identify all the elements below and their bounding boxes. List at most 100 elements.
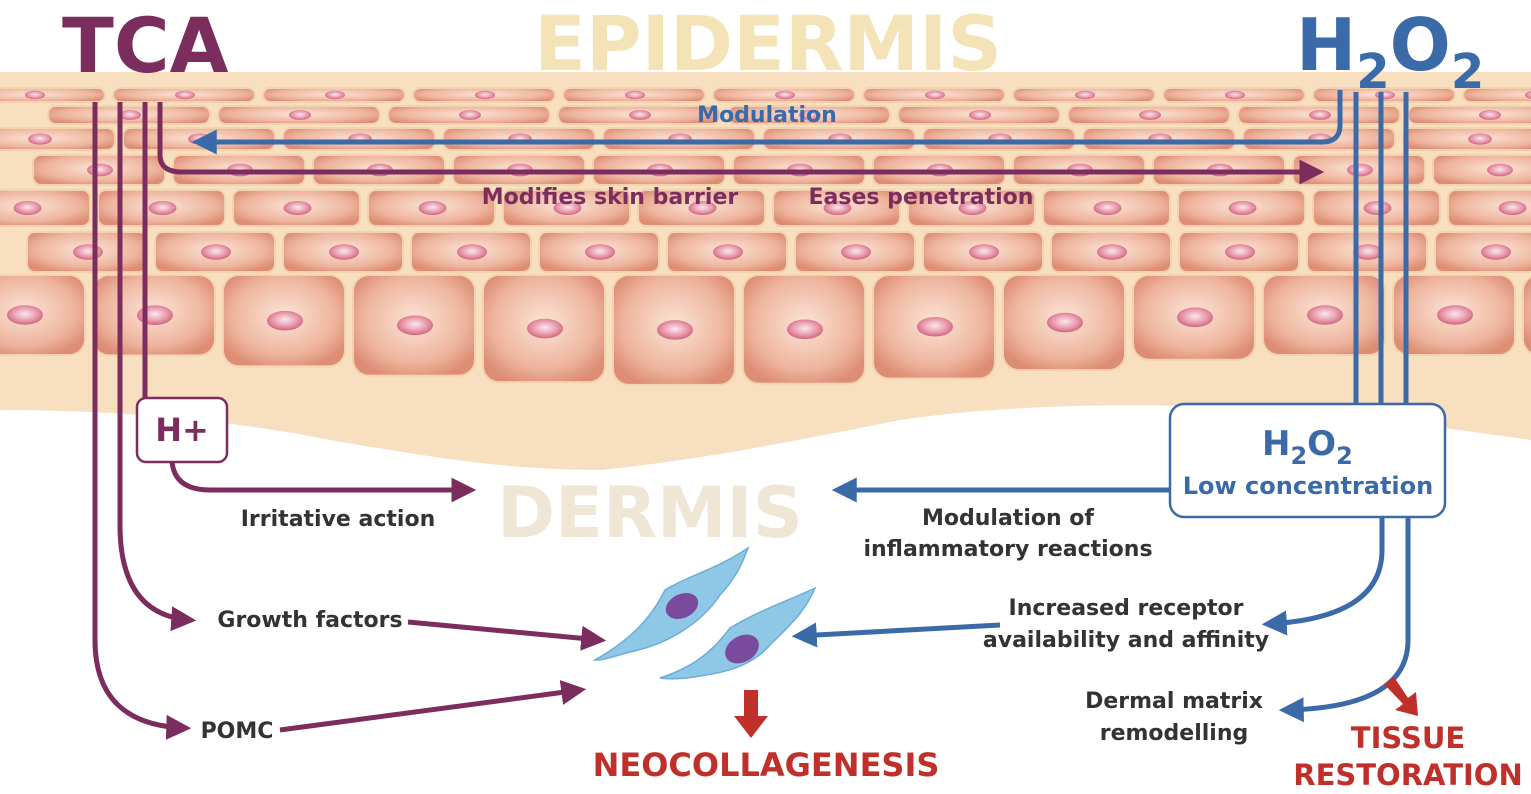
cell-nucleus	[1353, 244, 1383, 260]
cell-nucleus	[1347, 163, 1373, 177]
cell-nucleus	[28, 133, 52, 145]
cell-nucleus	[1481, 244, 1511, 260]
epidermis-label: EPIDERMIS	[534, 0, 1002, 88]
fibroblast-2-nucleus	[725, 634, 759, 664]
skin-cell	[1462, 87, 1531, 103]
cell-nucleus	[917, 316, 953, 337]
modulation-label: Modulation	[697, 103, 837, 128]
cell-nucleus	[397, 315, 433, 336]
dermis-label: DERMIS	[497, 472, 803, 554]
cell-nucleus	[1437, 305, 1473, 325]
outcome-arrows	[734, 677, 1418, 738]
cell-nucleus	[289, 110, 311, 120]
cell-nucleus	[1228, 201, 1257, 215]
cell-nucleus	[1309, 110, 1331, 120]
cell-nucleus	[1525, 91, 1531, 99]
cell-nucleus	[799, 110, 821, 120]
cell-nucleus	[1468, 133, 1492, 145]
cell-nucleus	[1177, 307, 1213, 328]
cell-nucleus	[841, 244, 871, 260]
tca-skin-barrier-arrow	[157, 102, 1325, 185]
cell-nucleus	[553, 201, 582, 215]
pomc-label: POMC	[201, 719, 274, 744]
growth-factors-label: Growth factors	[217, 608, 402, 633]
inflammatory-label-line2: inflammatory reactions	[863, 537, 1152, 562]
h2o2-box-caption: Low concentration	[1183, 472, 1433, 500]
restoration-label: RESTORATION	[1293, 758, 1522, 792]
cell-nucleus	[457, 244, 487, 260]
hplus-label: H+	[155, 411, 209, 449]
cell-nucleus	[688, 201, 717, 215]
cell-nucleus	[175, 90, 195, 100]
h2o2-pathways	[191, 90, 1411, 723]
cell-nucleus	[1479, 110, 1501, 120]
cell-nucleus	[1307, 305, 1343, 325]
cell-nucleus	[527, 318, 563, 339]
h2o2-box-formula: H2O2	[1262, 424, 1353, 470]
receptor-arrow	[1261, 518, 1385, 636]
cell-nucleus	[775, 90, 795, 100]
tissue-label: TISSUE	[1351, 721, 1465, 755]
cell-nucleus	[823, 201, 852, 215]
skin-cell	[0, 189, 91, 227]
cell-nucleus	[475, 90, 495, 100]
skin-cell	[1402, 127, 1531, 151]
modulation-arrow	[191, 90, 1343, 155]
tissue-restoration-arrow	[1384, 677, 1418, 716]
cell-nucleus	[201, 244, 231, 260]
h2o2-title: H2O2	[1296, 3, 1484, 100]
cell-nucleus	[1225, 90, 1245, 100]
cell-nucleus	[325, 90, 345, 100]
matrix-label-line2: remodelling	[1100, 721, 1249, 746]
irritative-action-label: Irritative action	[241, 507, 436, 532]
skin-cell	[1447, 189, 1531, 227]
cell-nucleus	[958, 201, 987, 215]
skin-cells	[0, 87, 1531, 386]
matrix-remodelling-arrow	[1278, 518, 1411, 723]
skin-cell	[0, 87, 106, 103]
cell-nucleus	[1363, 201, 1392, 215]
cell-nucleus	[283, 201, 312, 215]
tca-pathways	[92, 102, 1325, 740]
neocollagenesis-arrow	[734, 690, 768, 738]
cell-nucleus	[1047, 312, 1083, 333]
h2o2-low-concentration-box: H2O2 Low concentration	[1168, 402, 1447, 519]
cell-nucleus	[1097, 244, 1127, 260]
tca-to-growth-factors-arrow	[117, 102, 197, 632]
fibroblast-cells	[592, 546, 817, 680]
cell-nucleus	[625, 90, 645, 100]
cell-nucleus	[1487, 163, 1513, 177]
cell-nucleus	[73, 244, 103, 260]
inflammatory-label-line1: Modulation of	[922, 506, 1094, 531]
cell-nucleus	[1075, 90, 1095, 100]
cell-nucleus	[137, 305, 173, 326]
modifies-skin-barrier-label: Modifies skin barrier	[482, 185, 739, 210]
cell-nucleus	[13, 201, 42, 215]
cell-nucleus	[629, 110, 651, 120]
fibroblast-1-nucleus	[665, 592, 699, 620]
receptor-label-line1: Increased receptor	[1009, 596, 1244, 621]
receptor-label-line2: availability and affinity	[983, 628, 1269, 653]
cell-nucleus	[969, 244, 999, 260]
cell-nucleus	[585, 244, 615, 260]
hplus-irritative-arrow	[169, 461, 477, 503]
cell-nucleus	[1139, 110, 1161, 120]
cell-nucleus	[969, 110, 991, 120]
receptor-to-fibroblast-arrow	[791, 622, 1001, 648]
fibroblast-2	[659, 586, 817, 680]
cell-nucleus	[787, 319, 823, 340]
cell-nucleus	[1498, 201, 1527, 215]
cell-nucleus	[7, 305, 43, 325]
eases-penetration-label: Eases penetration	[809, 185, 1034, 210]
cell-nucleus	[459, 110, 481, 120]
cell-nucleus	[418, 201, 447, 215]
cell-nucleus	[1093, 201, 1122, 215]
cell-nucleus	[267, 310, 303, 331]
pomc-to-fibroblast-arrow	[279, 680, 587, 733]
cell-nucleus	[87, 163, 113, 177]
cell-nucleus	[925, 90, 945, 100]
matrix-label-line1: Dermal matrix	[1085, 689, 1263, 714]
skin-cell	[1407, 105, 1531, 125]
